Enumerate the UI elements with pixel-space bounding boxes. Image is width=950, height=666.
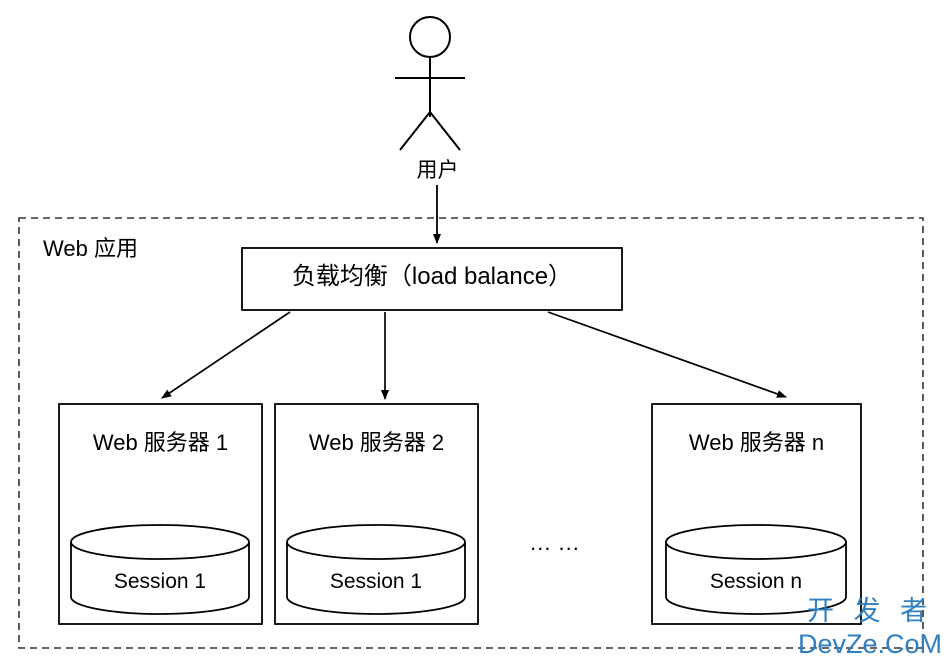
connector-lb-to-server-1	[161, 311, 291, 399]
servers-ellipsis: ... ...	[530, 530, 580, 555]
web-server-1-session-label: Session 1	[113, 570, 207, 593]
web-server-n-title: Web 服务器 n	[688, 430, 825, 455]
connector-lb-to-server-n	[547, 311, 787, 398]
web-server-1-title: Web 服务器 1	[92, 430, 229, 455]
web-application-boundary-label: Web 应用	[43, 236, 138, 261]
web-application-boundary	[18, 217, 924, 649]
database-cylinder-icon-2	[286, 524, 466, 615]
load-balancer-label: 负载均衡（load balance）	[291, 263, 573, 290]
database-cylinder-icon-1	[70, 524, 250, 615]
stick-figure-actor-icon	[395, 16, 465, 151]
database-cylinder-icon-n	[665, 524, 847, 615]
web-server-2-title: Web 服务器 2	[308, 430, 445, 455]
web-server-n-session-label: Session n	[709, 570, 803, 593]
web-server-2-session-label: Session 1	[329, 570, 423, 593]
load-balancer-box	[241, 247, 623, 311]
actor-label: 用户	[416, 159, 459, 182]
